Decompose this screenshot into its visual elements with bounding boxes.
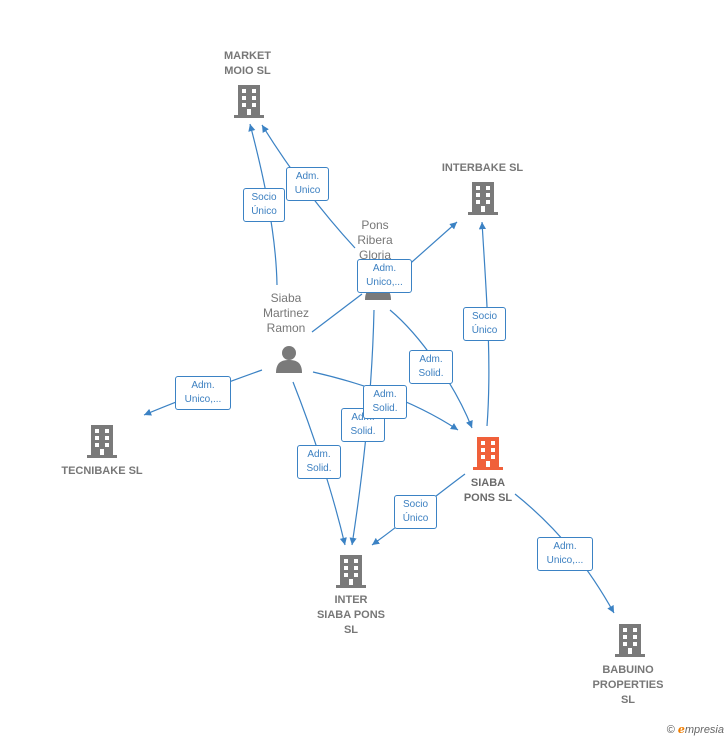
empresia-logo[interactable]: © empresia [667, 723, 724, 736]
node-label-pons-ribera[interactable]: Pons Ribera Gloria [357, 218, 393, 262]
edge-label-adm-unico-pons[interactable]: Adm. Unico,... [357, 259, 412, 293]
node-label-market-moio[interactable]: MARKET MOIO SL [223, 50, 272, 77]
node-label-inter-siaba-pons[interactable]: INTER SIABA PONS SL [316, 594, 386, 636]
edge-label-adm-solid-pons-siaba[interactable]: Adm. Solid. [409, 350, 453, 384]
building-icon-tecnibake [87, 425, 117, 458]
edge-label-adm-solid-martinez-siaba[interactable]: Adm. Solid. [363, 385, 407, 419]
edge-label-adm-unico-market[interactable]: Adm. Unico [286, 167, 329, 201]
edge-label-socio-unico-interbake[interactable]: Socio Único [463, 307, 506, 341]
node-label-siaba-pons[interactable]: SIABA PONS SL [463, 477, 513, 504]
building-icon-siaba-pons [473, 437, 503, 470]
building-icon-babuino [615, 624, 645, 657]
copyright-icon: © [666, 724, 675, 736]
node-label-siaba-martinez[interactable]: Siaba Martinez Ramon [262, 291, 309, 335]
node-label-interbake[interactable]: INTERBAKE SL [441, 162, 524, 174]
person-icon-siaba-martinez [276, 346, 302, 373]
building-icon-inter-siaba-pons [336, 555, 366, 588]
edge-label-adm-unico-tecnibake[interactable]: Adm. Unico,... [175, 376, 231, 410]
edge-label-socio-unico-market[interactable]: Socio Único [243, 188, 285, 222]
edge-label-adm-solid-martinez-inter[interactable]: Adm. Solid. [297, 445, 341, 479]
node-label-tecnibake[interactable]: TECNIBAKE SL [61, 465, 143, 477]
brand-e: e [677, 723, 685, 736]
node-label-babuino[interactable]: BABUINO PROPERTIES SL [592, 664, 664, 706]
building-icon-market-moio [234, 85, 264, 118]
brand-name: mpresia [684, 724, 724, 736]
building-icon-interbake [468, 182, 498, 215]
edge-label-adm-unico-babuino[interactable]: Adm. Unico,... [537, 537, 593, 571]
edge-pons-martinez-link [311, 293, 363, 333]
edge-label-socio-unico-inter[interactable]: Socio Único [394, 495, 437, 529]
